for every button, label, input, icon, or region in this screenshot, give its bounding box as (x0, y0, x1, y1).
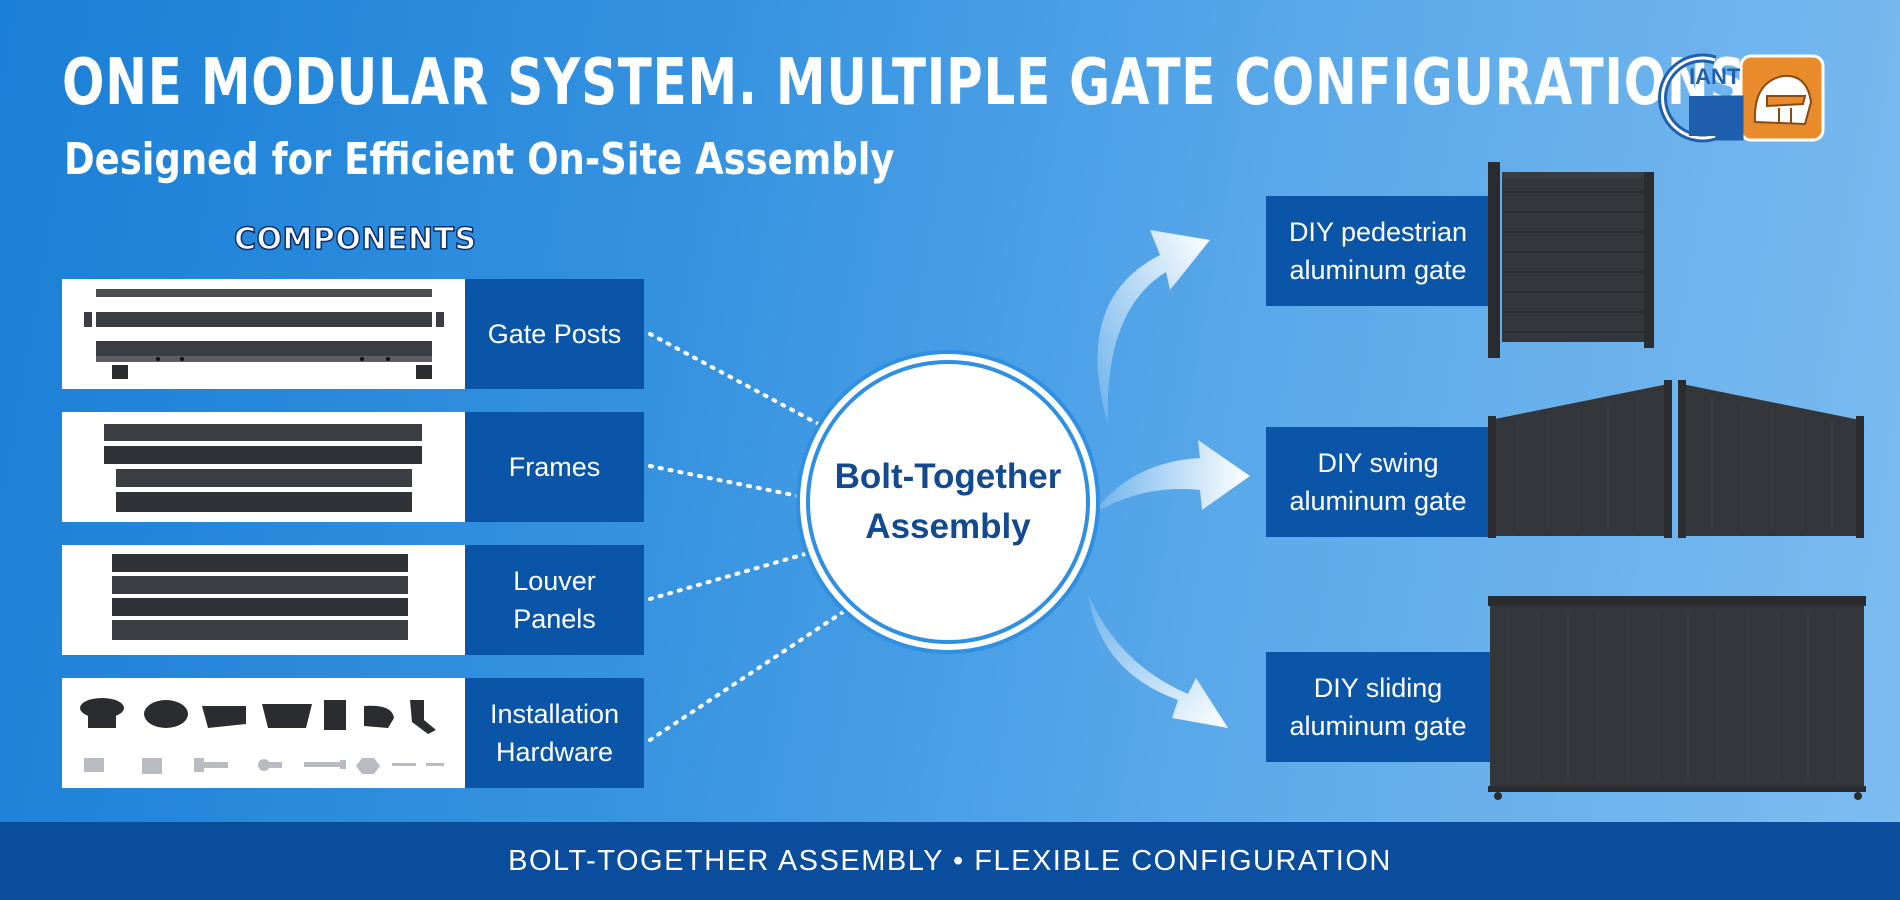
brand-logo: IANT (1658, 53, 1825, 143)
helmet-icon (1753, 74, 1813, 126)
connector-louver-panels (648, 550, 814, 601)
components-heading: COMPONENTS (233, 221, 477, 258)
component-louver-panels: Louver Panels (62, 545, 644, 655)
connector-installation-hardware (648, 608, 848, 742)
swing-gate-label: DIY swing aluminum gate (1266, 427, 1490, 537)
arrow-to-swing-icon (1092, 440, 1250, 515)
connector-frames (648, 464, 810, 500)
sliding-gate-image (1488, 596, 1866, 800)
logo-text: IANT (1689, 64, 1741, 89)
gate-posts-label: Gate Posts (465, 279, 644, 389)
sliding-gate-label: DIY sliding aluminum gate (1266, 652, 1490, 762)
component-gate-posts: Gate Posts (62, 279, 644, 389)
page-subtitle: Designed for Efficient On-Site Assembly (64, 134, 895, 185)
swing-gate-image (1488, 380, 1864, 538)
installation-hardware-image (62, 678, 465, 788)
arrow-to-sliding-icon (1088, 594, 1228, 728)
frames-image (62, 412, 465, 522)
component-frames: Frames (62, 412, 644, 522)
louver-panels-image (62, 545, 465, 655)
gate-posts-image (62, 279, 465, 389)
footer-banner: BOLT-TOGETHER ASSEMBLY • FLEXIBLE CONFIG… (0, 822, 1900, 900)
frames-label: Frames (465, 412, 644, 522)
pedestrian-gate-image (1488, 162, 1654, 358)
louver-panels-label: Louver Panels (465, 545, 644, 655)
pedestrian-gate-label: DIY pedestrian aluminum gate (1266, 196, 1490, 306)
connector-gate-posts (648, 332, 828, 430)
installation-hardware-label: Installation Hardware (465, 678, 644, 788)
arrow-to-pedestrian-icon (1097, 230, 1210, 424)
component-installation-hardware: Installation Hardware (62, 678, 644, 788)
assembly-hub: Bolt-Together Assembly (806, 360, 1090, 644)
footer-tagline: BOLT-TOGETHER ASSEMBLY • FLEXIBLE CONFIG… (508, 844, 1392, 877)
page-title: ONE MODULAR SYSTEM. MULTIPLE GATE CONFIG… (62, 46, 1747, 120)
